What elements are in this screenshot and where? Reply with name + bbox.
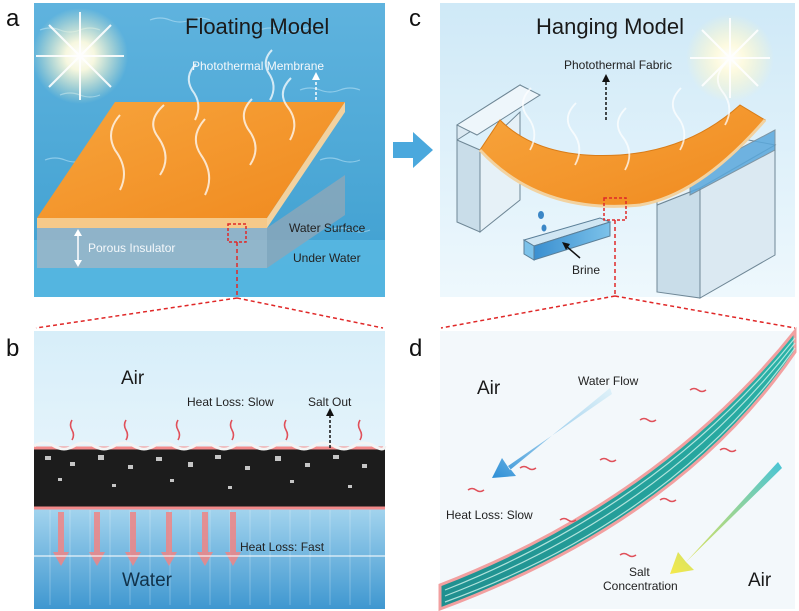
label-water-b: Water: [122, 570, 173, 591]
salt-out-arrow-head: [326, 408, 334, 416]
porous-insulator: [37, 228, 267, 268]
photothermal-membrane: [37, 102, 345, 218]
fabric-fibers: [444, 337, 796, 603]
vapor-wisps-c: [521, 62, 731, 171]
insulator-side: [267, 175, 345, 268]
membrane-arrow-head: [312, 72, 320, 80]
zoom-connector-ab: [35, 242, 384, 329]
panel-b-letter: b: [6, 335, 19, 362]
membrane-front-edge: [37, 218, 267, 228]
label-photothermal-fabric: Photothermal Fabric: [564, 58, 672, 72]
brine-trough: [522, 217, 612, 261]
label-air-right-d: Air: [748, 570, 772, 591]
panel-a-title: Floating Model: [185, 14, 329, 39]
label-photothermal-membrane: Photothermal Membrane: [192, 59, 324, 73]
label-porous-insulator: Porous Insulator: [88, 241, 175, 255]
label-water-flow: Water Flow: [578, 374, 639, 388]
zoom-connector-cd: [440, 220, 796, 329]
water-flow-arrow-icon: [492, 388, 612, 478]
panel-a: a Floating Model Photothermal Membrane W…: [6, 3, 385, 297]
panel-c: c Hanging Model Photothermal Fabric Brin…: [409, 3, 795, 299]
panel-d: d Air Water Flow Heat Loss: Slow Salt Co…: [409, 326, 797, 611]
label-heat-loss-fast: Heat Loss: Fast: [240, 540, 325, 554]
label-under-water: Under Water: [293, 251, 361, 265]
panel-d-letter: d: [409, 335, 422, 362]
heat-loss-waves-d: [467, 387, 737, 558]
label-heat-loss-slow-d: Heat Loss: Slow: [446, 508, 533, 522]
label-heat-loss-slow-b: Heat Loss: Slow: [187, 395, 274, 409]
membrane-pores: [45, 455, 367, 489]
sun-rays-icon-c: [690, 18, 770, 98]
brine-pointer-head: [562, 242, 570, 250]
brine-drops-icon: [538, 211, 547, 232]
label-concentration: Concentration: [603, 579, 678, 593]
label-air-left-d: Air: [477, 378, 501, 399]
panel-c-title: Hanging Model: [536, 14, 684, 39]
panel-c-letter: c: [409, 5, 421, 32]
porous-membrane-cross-section: [34, 448, 385, 508]
label-salt-out: Salt Out: [308, 395, 352, 409]
panel-b: b Air Heat Loss: Slow Salt Out Heat Loss…: [6, 331, 387, 609]
membrane-side-edge: [267, 102, 345, 228]
label-brine: Brine: [572, 263, 600, 277]
label-salt: Salt: [629, 565, 650, 579]
transition-arrow-icon: [393, 132, 433, 168]
vapor-wisps: [110, 49, 296, 196]
label-water-surface: Water Surface: [289, 221, 366, 235]
salt-concentration-arrow-icon: [670, 462, 782, 574]
salt-crust: [33, 441, 387, 451]
brine-pointer: [565, 245, 581, 259]
insulator-arrow-up: [74, 229, 82, 236]
fabric-edge: [478, 119, 767, 208]
label-air-b: Air: [121, 368, 145, 389]
insulator-arrow-down: [74, 260, 82, 267]
heat-loss-slow-waves: [69, 419, 363, 441]
fabric-cross-section: [438, 326, 797, 611]
fabric-pointer-head: [602, 74, 610, 82]
sun-rays-icon: [36, 12, 124, 100]
panel-a-letter: a: [6, 5, 20, 32]
